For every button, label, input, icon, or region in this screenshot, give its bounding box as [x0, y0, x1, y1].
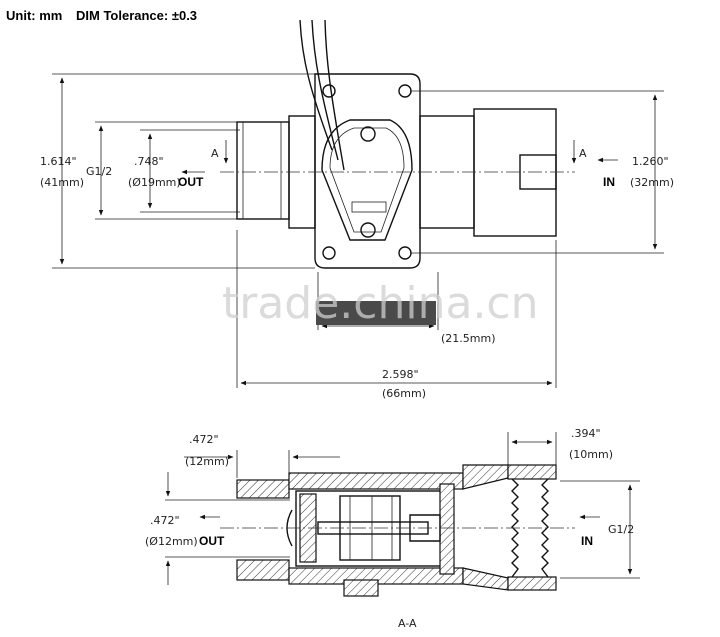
rear-bearing: [409, 514, 441, 542]
dim-partial-mm: (21.5mm): [441, 332, 496, 345]
magnet-housing: [343, 579, 379, 597]
inlet-wall-top: [507, 464, 557, 480]
dim-bore-mm-sec: (Ø12mm): [145, 535, 198, 548]
bottom-boss: [360, 222, 376, 238]
dim-thread-mm: (10mm): [569, 448, 613, 461]
inlet-wall-bottom: [507, 576, 557, 591]
dim-bore-mm: (Ø19mm): [128, 176, 181, 189]
dim-length-in: 2.598": [382, 368, 419, 381]
unit-label: Unit: mm: [6, 8, 62, 23]
outlet-wall-top: [236, 479, 290, 499]
rear-retainer: [439, 483, 455, 575]
section-name: A-A: [398, 617, 417, 630]
dim-length-mm: (66mm): [382, 387, 426, 400]
hall-chamber-inner: [329, 127, 405, 233]
dim-left-in: .472": [189, 433, 219, 446]
dim-right-in: 1.260": [632, 155, 669, 168]
taper-bottom: [462, 567, 509, 591]
dim-bore-in-sec: .472": [150, 514, 180, 527]
sensor-chip: [351, 201, 387, 213]
inlet-thread-profile: [511, 478, 519, 578]
top-view: 1.614" (41mm) G1/2 .748" (Ø19mm) OUT A A…: [40, 19, 674, 400]
outlet-wall-bottom: [236, 559, 290, 581]
sensor-plate: [314, 73, 421, 269]
inlet-nut: [473, 108, 557, 237]
section-marker-left: A: [211, 147, 219, 160]
tolerance-label: DIM Tolerance: ±0.3: [76, 8, 197, 23]
screw-hole-bl: [322, 246, 336, 260]
out-label-top: OUT: [178, 175, 204, 189]
inlet-thread-profile-2: [541, 478, 549, 578]
section-marker-right: A: [579, 147, 587, 160]
dim-right-mm: (32mm): [630, 176, 674, 189]
dim-height-mm: (41mm): [40, 176, 84, 189]
dim-thread-in: .394": [571, 427, 601, 440]
taper-top: [462, 464, 509, 490]
screw-hole-tl: [322, 84, 336, 98]
watermark-bar: [316, 301, 436, 325]
out-label-sec: OUT: [199, 534, 225, 548]
wire-1: [299, 19, 333, 151]
hall-chamber-outer: [321, 119, 413, 241]
main-wall-top: [288, 472, 464, 490]
section-view: .472" (12mm) .394" (10mm) .472" (Ø12mm) …: [145, 427, 640, 630]
in-label-top: IN: [603, 175, 615, 189]
screw-hole-tr: [398, 84, 412, 98]
screw-hole-br: [398, 246, 412, 260]
dim-height-in: 1.614": [40, 155, 77, 168]
wire-3: [324, 19, 345, 171]
top-boss: [360, 126, 376, 142]
in-label-sec: IN: [581, 534, 593, 548]
dim-left-mm: (12mm): [185, 455, 229, 468]
thread-left-label: G1/2: [86, 165, 112, 178]
thread-right-label: G1/2: [608, 523, 634, 536]
wire-2: [311, 19, 339, 161]
dim-bore-in: .748": [134, 155, 164, 168]
watermark-text: trade.china.cn: [222, 278, 539, 329]
